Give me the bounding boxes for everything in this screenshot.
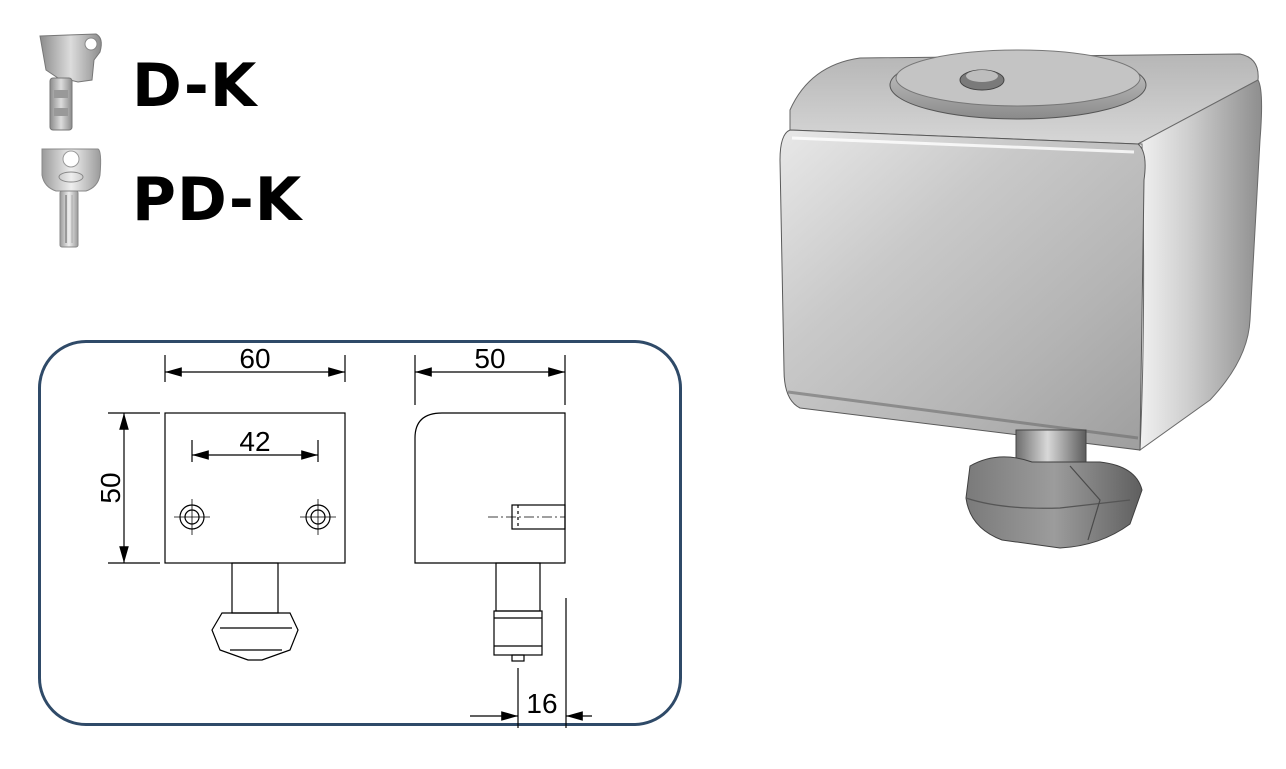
pdk-key-label: PD-K <box>132 165 303 235</box>
dk-key-icon <box>36 30 106 135</box>
dim-50-side-label: 50 <box>474 343 505 374</box>
pdk-key-icon <box>36 145 106 250</box>
dim-50-vertical-label: 50 <box>95 472 126 503</box>
dim-42-label: 42 <box>239 426 270 457</box>
side-view <box>414 355 592 728</box>
dim-60-label: 60 <box>239 343 270 374</box>
dk-key-label: D-K <box>132 51 258 121</box>
dim-16-label: 16 <box>526 688 557 719</box>
side-body <box>414 412 566 564</box>
product-photo <box>779 49 1263 549</box>
front-view <box>108 355 346 661</box>
cam-nut <box>211 612 299 661</box>
technical-drawing-frame <box>38 340 682 726</box>
